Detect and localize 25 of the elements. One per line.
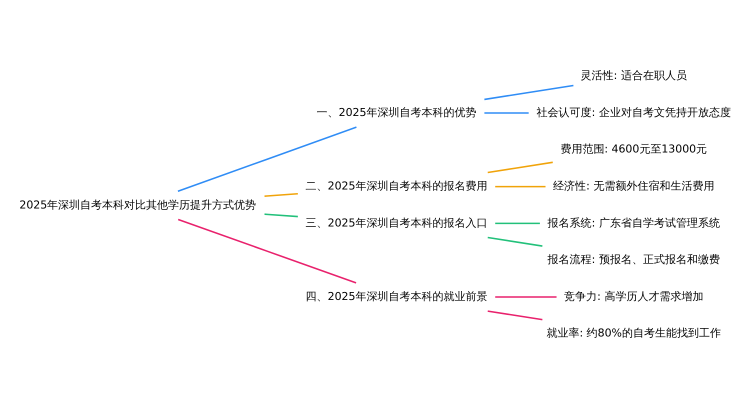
connector bbox=[178, 218, 356, 284]
node-text: 报名系统: 广东省自学考试管理系统 bbox=[548, 216, 720, 230]
node-text: 一、2025年深圳自考本科的优势 bbox=[316, 106, 476, 119]
node-text: 2025年深圳自考本科对比其他学历提升方式优势 bbox=[19, 198, 256, 212]
node-text: 报名流程: 预报名、正式报名和缴费 bbox=[548, 253, 720, 266]
connector bbox=[495, 186, 546, 188]
node-text: 经济性: 无需额外住宿和生活费用 bbox=[553, 180, 714, 192]
connector bbox=[488, 310, 542, 320]
connector bbox=[488, 236, 542, 247]
connector bbox=[264, 213, 298, 218]
node-text: 灵活性: 适合在职人员 bbox=[580, 69, 687, 82]
connector bbox=[484, 84, 574, 100]
node-text: 二、2025年深圳自考本科的报名费用 bbox=[306, 180, 488, 192]
node-text: 三、2025年深圳自考本科的报名入口 bbox=[306, 216, 488, 230]
node-text: 费用范围: 4600元至13000元 bbox=[560, 142, 708, 156]
node-text: 就业率: 约80%的自考生能找到工作 bbox=[546, 326, 721, 340]
connector bbox=[264, 192, 298, 197]
connector bbox=[484, 112, 529, 114]
node-text: 四、2025年深圳自考本科的就业前景 bbox=[306, 290, 488, 303]
node-text: 社会认可度: 企业对自考文凭持开放态度 bbox=[536, 106, 731, 119]
node-text: 竞争力: 高学历人才需求增加 bbox=[564, 290, 704, 303]
connector bbox=[495, 222, 540, 224]
connector bbox=[495, 296, 557, 298]
connector bbox=[488, 162, 553, 174]
connector bbox=[178, 126, 357, 192]
